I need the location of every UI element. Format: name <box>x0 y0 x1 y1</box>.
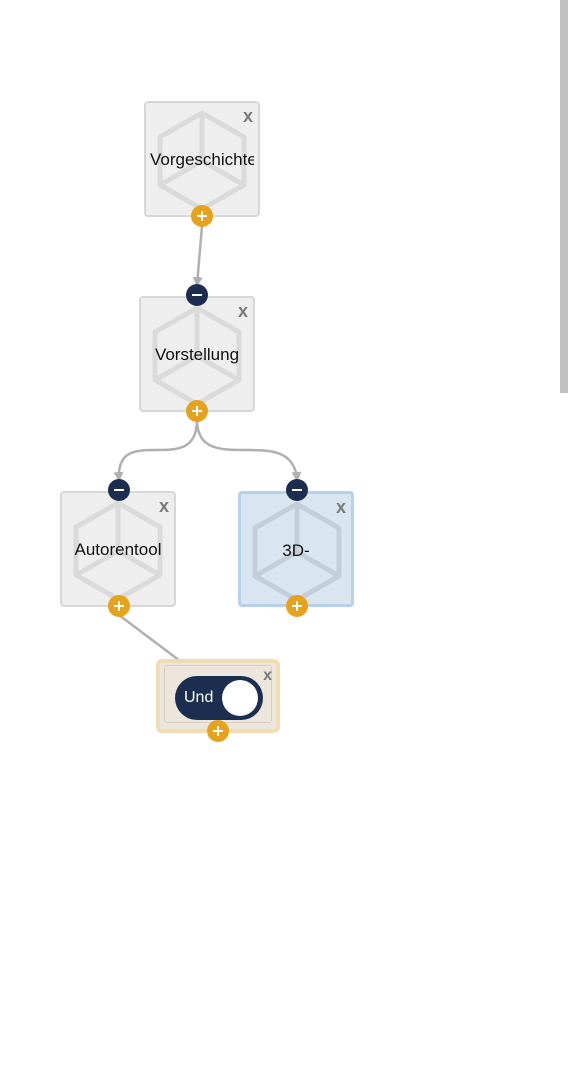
input-port[interactable] <box>108 479 130 501</box>
scrollbar-thumb[interactable] <box>560 0 568 393</box>
input-port[interactable] <box>286 479 308 501</box>
node-label: Vorgeschichte <box>150 150 254 169</box>
plus-circle-icon <box>197 211 207 221</box>
node-vorgeschichte[interactable]: Vorgeschichte x <box>144 101 260 217</box>
node-vorstellung[interactable]: Vorstellung x <box>139 296 255 412</box>
plus-circle-icon <box>192 406 202 416</box>
connection-vorgeschichte-vorstellung <box>192 225 204 287</box>
toggle-knob <box>222 680 258 716</box>
node-label: Autorentool <box>74 540 162 559</box>
minus-circle-icon <box>192 294 202 296</box>
plus-circle-icon <box>114 601 124 611</box>
connection-vorstellung-3d <box>195 419 302 482</box>
output-port[interactable] <box>186 400 208 422</box>
scrollbar-track[interactable] <box>558 0 568 1082</box>
node-label: 3D- <box>282 541 310 560</box>
output-port[interactable] <box>108 595 130 617</box>
minus-circle-icon <box>292 489 302 491</box>
output-port[interactable] <box>191 205 213 227</box>
close-icon[interactable]: x <box>242 106 253 126</box>
and-or-toggle[interactable]: Und <box>175 676 263 720</box>
node-3d[interactable]: 3D- x <box>238 491 354 607</box>
input-port[interactable] <box>186 284 208 306</box>
connection-vorstellung-autorentool <box>113 419 199 482</box>
minus-circle-icon <box>114 489 124 491</box>
close-icon[interactable]: x <box>158 496 169 516</box>
close-icon[interactable]: x <box>335 497 346 517</box>
node-label: Vorstellung <box>154 345 240 364</box>
plus-circle-icon <box>292 601 302 611</box>
close-icon[interactable]: x <box>263 667 272 684</box>
output-port[interactable] <box>286 595 308 617</box>
output-port[interactable] <box>207 720 229 742</box>
toggle-label: Und <box>184 689 214 706</box>
plus-circle-icon <box>213 726 223 736</box>
node-autorentool[interactable]: Autorentool x <box>60 491 176 607</box>
close-icon[interactable]: x <box>237 301 248 321</box>
